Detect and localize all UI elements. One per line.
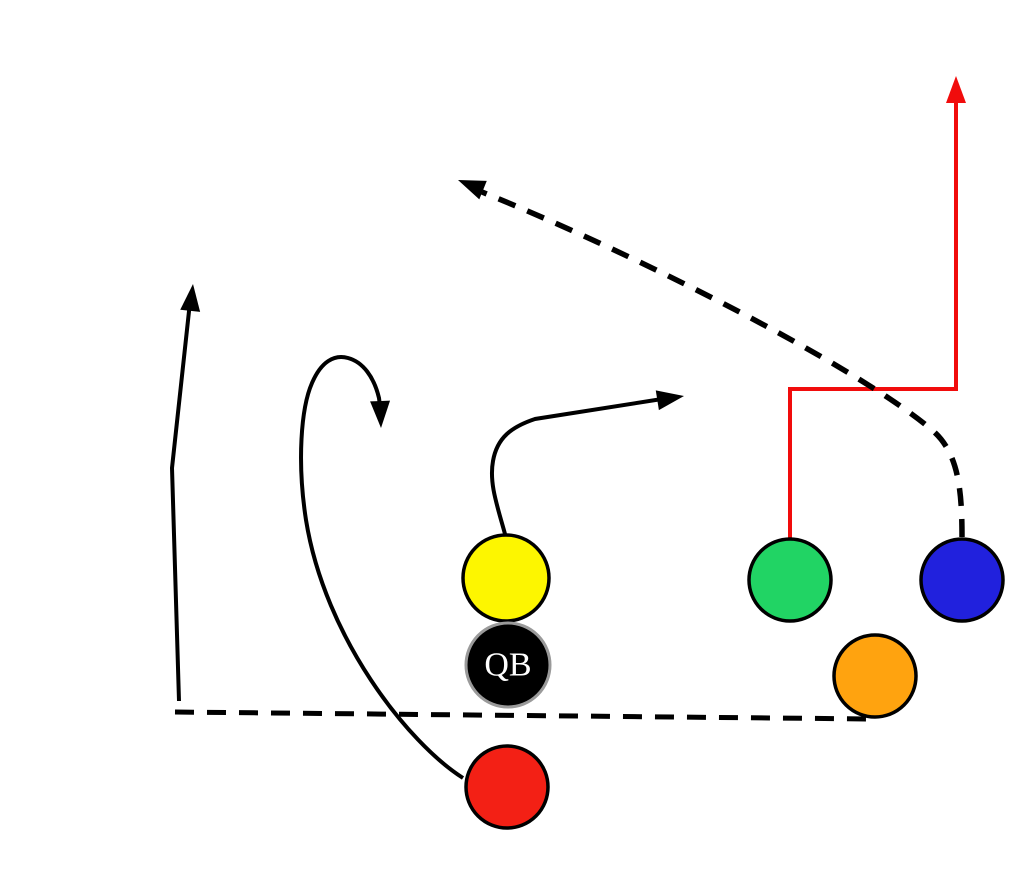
receiver-blue[interactable]: [919, 537, 1005, 623]
receiver-green-circle[interactable]: [747, 537, 833, 623]
receiver-yellow-circle[interactable]: [461, 533, 551, 623]
receiver-green[interactable]: [747, 537, 833, 623]
flat-route-yellow: [489, 397, 663, 535]
corner-route-red-green-arrowhead: [946, 76, 966, 103]
line-of-scrimmage: [174, 709, 873, 722]
left-go-route: [169, 301, 192, 702]
deep-cross-route-blue-arrowhead: [458, 180, 487, 200]
deep-cross-route-blue: [480, 189, 965, 538]
flat-route-yellow-arrowhead: [655, 390, 684, 411]
corner-route-red-green: [788, 98, 958, 538]
back-orange[interactable]: [832, 633, 918, 719]
receiver-yellow[interactable]: [461, 533, 551, 623]
hook-route-red-back-arrowhead: [370, 400, 391, 428]
players-layer: QB: [461, 533, 1005, 830]
back-red[interactable]: [464, 744, 550, 830]
left-go-route-arrowhead: [180, 284, 201, 312]
quarterback-label: QB: [484, 647, 531, 684]
hook-route-red-back: [299, 355, 465, 780]
routes-layer: [169, 76, 966, 780]
back-red-circle[interactable]: [464, 744, 550, 830]
receiver-blue-circle[interactable]: [919, 537, 1005, 623]
back-orange-circle[interactable]: [832, 633, 918, 719]
quarterback-circle[interactable]: [464, 621, 552, 709]
quarterback[interactable]: QB: [464, 621, 552, 709]
